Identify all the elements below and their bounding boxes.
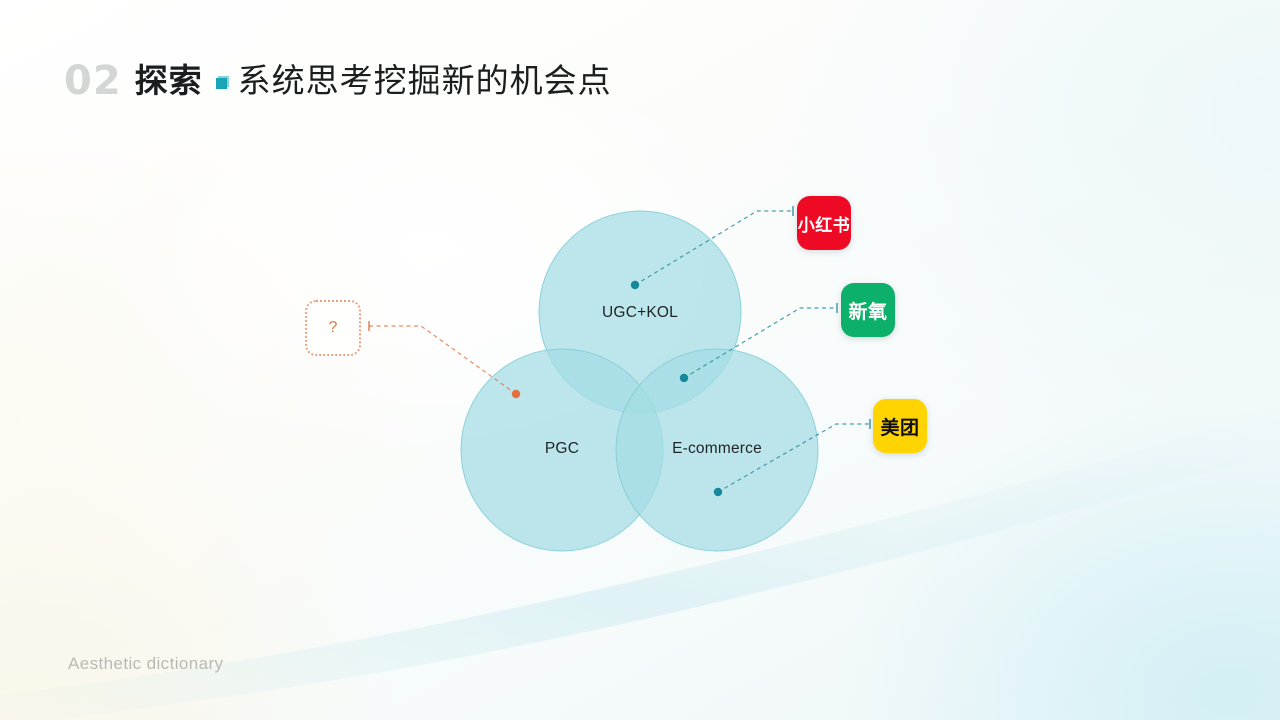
section-title: 探索 <box>134 61 203 99</box>
title-marker-icon <box>215 77 227 89</box>
venn-label-ecommerce: E-commerce <box>672 440 762 457</box>
connector-question-marker <box>369 325 517 395</box>
footer-text: Aesthetic dictionary <box>68 654 224 673</box>
question-marker-box[interactable]: ? <box>305 300 361 356</box>
question-marker-label: ? <box>328 319 338 336</box>
connector-to-meituan <box>717 423 870 493</box>
app-badge-meituan[interactable]: 美团 <box>873 399 927 453</box>
venn-label-pgc: PGC <box>544 440 580 457</box>
section-number: 02 <box>64 58 122 104</box>
section-subtitle: 系统思考挖掘新的机会点 <box>237 61 612 99</box>
connector-to-xinyang <box>683 307 837 379</box>
connector-dot-to-meituan <box>713 487 723 497</box>
app-badge-label-meituan: 美团 <box>880 416 920 439</box>
connector-dot-to-xinyang <box>679 373 689 383</box>
venn-label-ugc: UGC+KOL <box>602 304 678 321</box>
connector-dot-question-marker <box>511 389 521 399</box>
app-badge-label-xinyang: 新氧 <box>848 300 888 323</box>
venn-circle-ecommerce <box>615 348 819 552</box>
app-badge-xinyang[interactable]: 新氧 <box>841 283 895 337</box>
connector-to-xiaohongshu <box>634 210 793 286</box>
slide-header: 02 探索 系统思考挖掘新的机会点 <box>64 56 612 104</box>
app-badge-xiaohongshu[interactable]: 小红书 <box>797 196 851 250</box>
connector-dot-to-xiaohongshu <box>630 280 640 290</box>
app-badge-label-xiaohongshu: 小红书 <box>797 215 851 236</box>
